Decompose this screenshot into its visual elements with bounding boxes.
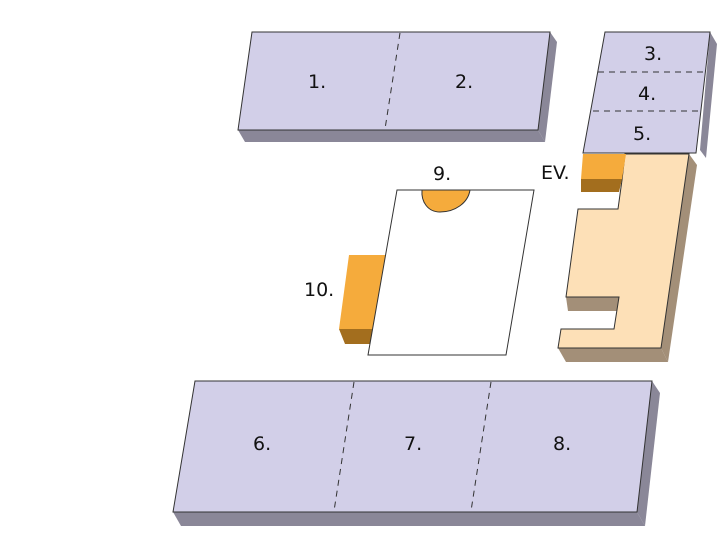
center-block-face: [367, 189, 535, 356]
block-top-side-bottom: [238, 130, 545, 142]
label-ev: EV.: [541, 162, 570, 184]
annex-side-right: [661, 154, 697, 362]
block-bottom-side-bottom: [173, 512, 645, 526]
block-right-face: [582, 31, 711, 154]
block-top-side-right: [538, 32, 557, 142]
label-unit-1: 1.: [308, 71, 326, 93]
label-unit-2: 2.: [455, 71, 473, 93]
label-unit-3: 3.: [644, 43, 662, 65]
label-unit-10: 10.: [304, 279, 334, 301]
ev-block-side: [581, 179, 622, 192]
divider-1-2: [384, 32, 401, 130]
annex-notch-shadow: [566, 297, 619, 311]
ev-block-face: [581, 154, 626, 179]
annex-face: [557, 153, 690, 349]
annex-side-bottom: [558, 348, 668, 362]
label-unit-5: 5.: [633, 123, 651, 145]
block-bottom: 6. 7. 8.: [172, 380, 660, 526]
label-unit-7: 7.: [404, 433, 422, 455]
block-bottom-face: [172, 380, 653, 513]
unit-10-side: [339, 329, 375, 344]
label-unit-9: 9.: [433, 163, 451, 185]
center-block: 9. 10.: [304, 163, 535, 356]
label-unit-4: 4.: [638, 83, 656, 105]
label-unit-6: 6.: [253, 433, 271, 455]
block-right: 3. 4. 5.: [582, 31, 717, 158]
unit-9-face: [421, 189, 471, 213]
block-top-face: [237, 31, 551, 131]
ev-block: EV.: [541, 154, 626, 192]
block-top: 1. 2.: [237, 31, 557, 142]
block-right-side: [700, 32, 717, 158]
annex-building: [557, 153, 697, 362]
unit-10-face: [339, 255, 386, 329]
label-unit-8: 8.: [553, 433, 571, 455]
block-bottom-side-right: [637, 381, 660, 526]
